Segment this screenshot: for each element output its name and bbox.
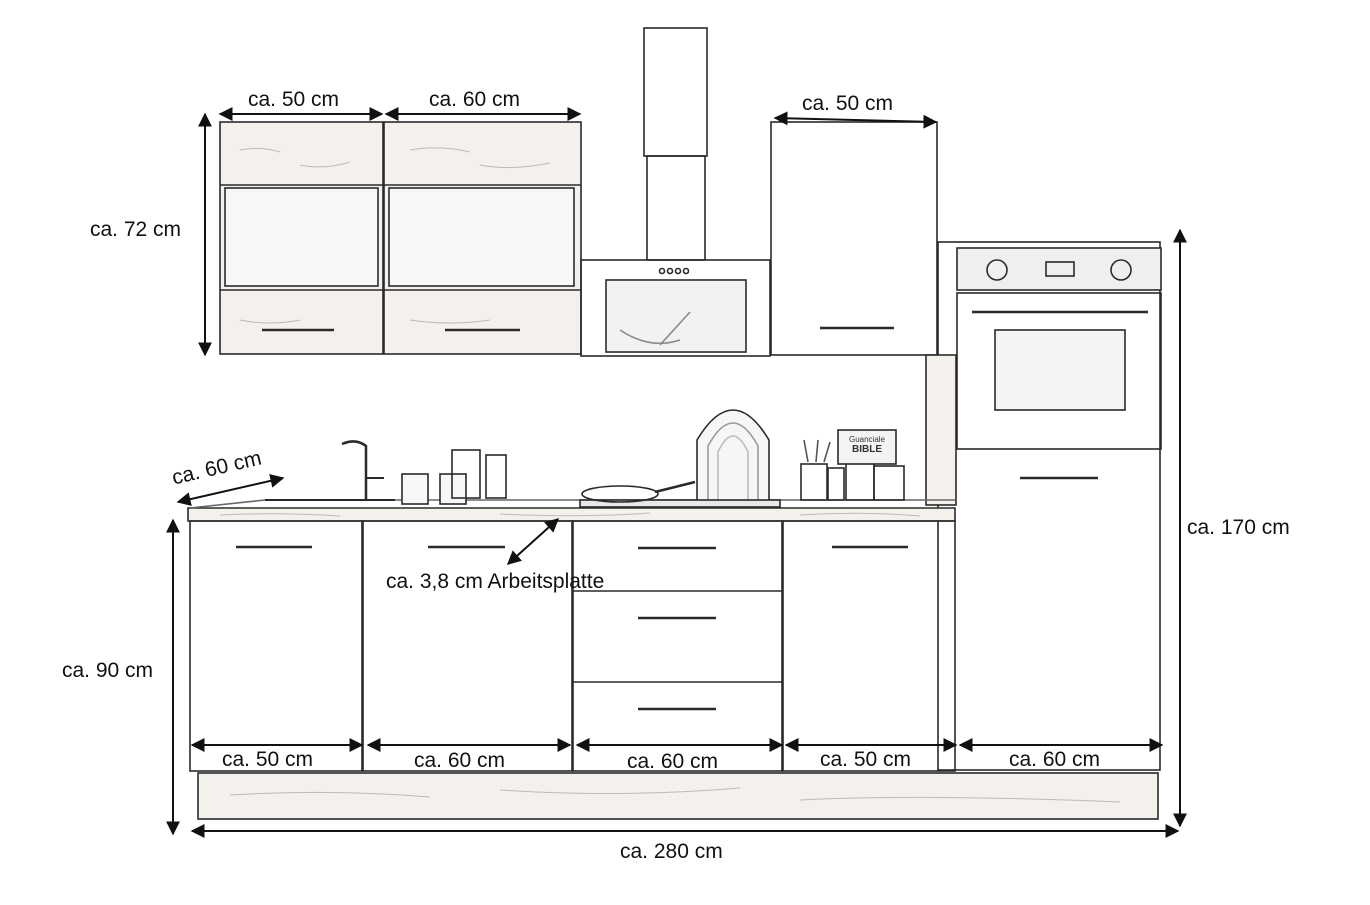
wall-cabinet-left — [219, 121, 384, 355]
sink-faucet — [265, 440, 395, 501]
extractor-hood — [580, 27, 771, 357]
label-tall-height: ca. 170 cm — [1187, 516, 1290, 539]
label-worktop-thickness: ca. 3,8 cm Arbeitsplatte — [386, 570, 605, 593]
cutting-board — [696, 409, 770, 504]
label-wall-height: ca. 72 cm — [90, 218, 182, 241]
base-cabinet-2 — [362, 520, 573, 772]
label-base-1-width: ca. 50 cm — [222, 748, 314, 771]
label-total-width: ca. 280 cm — [620, 840, 723, 863]
base-cabinet-4 — [782, 520, 956, 772]
wall-cabinet-right — [770, 121, 938, 356]
pan-hob — [579, 480, 781, 508]
dim-worktop-thickness — [506, 518, 560, 565]
label-base-height: ca. 90 cm — [62, 659, 154, 682]
plinth — [197, 772, 1159, 820]
label-wall-left-width: ca. 50 cm — [248, 88, 340, 111]
dim-wall-right-width — [773, 111, 938, 129]
glasses — [401, 449, 507, 505]
label-base-4-width: ca. 50 cm — [820, 748, 912, 771]
label-base-5-width: ca. 60 cm — [1009, 748, 1101, 771]
cookbook-line2: BIBLE — [852, 444, 882, 455]
worktop — [187, 499, 956, 522]
label-base-3-width: ca. 60 cm — [627, 750, 719, 773]
base-cabinet-1 — [189, 520, 363, 772]
utensil-holders — [800, 429, 905, 501]
cookbook-line1: Guanciale — [849, 435, 886, 444]
wall-cabinet-middle — [383, 121, 582, 355]
dim-worktop-depth — [176, 473, 285, 507]
tall-cabinet-oven — [925, 241, 1162, 771]
label-wall-right-width: ca. 50 cm — [802, 92, 894, 115]
label-base-2-width: ca. 60 cm — [414, 749, 506, 772]
label-wall-mid-width: ca. 60 cm — [429, 88, 521, 111]
base-cabinet-3-drawers — [572, 520, 783, 772]
